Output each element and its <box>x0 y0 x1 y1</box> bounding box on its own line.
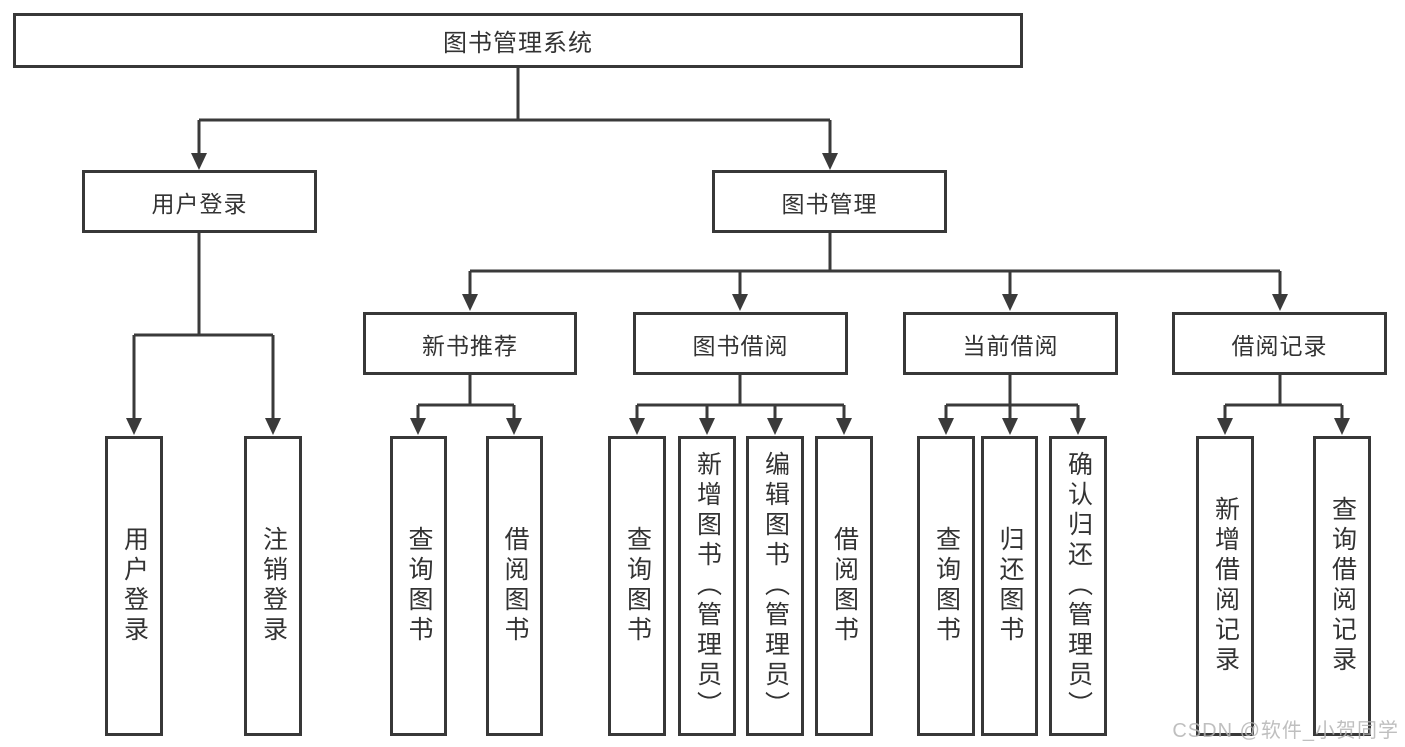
node-new-book-recommend-label: 新书推荐 <box>422 332 518 359</box>
node-book-management-label: 图书管理 <box>781 190 878 217</box>
node-borrow-record-label: 借阅记录 <box>1231 332 1328 359</box>
leaf-confirm-return-admin-label: 确认归还（管理员） <box>1064 451 1093 721</box>
node-new-book-recommend: 新书推荐 <box>363 312 577 375</box>
leaf-edit-book-admin-label: 编辑图书（管理员） <box>761 451 790 721</box>
node-root-label: 图书管理系统 <box>443 30 593 57</box>
node-book-borrow: 图书借阅 <box>633 312 848 375</box>
leaf-add-book-admin-label: 新增图书（管理员） <box>693 451 722 721</box>
leaf-borrow-query-book: 查询图书 <box>608 436 666 736</box>
leaf-borrow-book-label: 借阅图书 <box>830 526 859 646</box>
node-user-login-label: 用户登录 <box>151 190 248 217</box>
node-current-borrow-label: 当前借阅 <box>962 332 1059 359</box>
leaf-return-book: 归还图书 <box>981 436 1038 736</box>
leaf-current-query-book: 查询图书 <box>917 436 975 736</box>
leaf-user-login-label: 用户登录 <box>120 526 149 646</box>
leaf-add-book-admin: 新增图书（管理员） <box>678 436 736 736</box>
leaf-recommend-query-book: 查询图书 <box>390 436 447 736</box>
node-root: 图书管理系统 <box>13 13 1023 68</box>
leaf-user-login: 用户登录 <box>105 436 163 736</box>
node-current-borrow: 当前借阅 <box>903 312 1118 375</box>
leaf-recommend-query-book-label: 查询图书 <box>405 526 433 646</box>
leaf-logout-label: 注销登录 <box>259 526 288 646</box>
leaf-edit-book-admin: 编辑图书（管理员） <box>746 436 804 736</box>
leaf-add-borrow-record: 新增借阅记录 <box>1196 436 1254 736</box>
node-user-login: 用户登录 <box>82 170 317 233</box>
leaf-return-book-label: 归还图书 <box>996 526 1024 646</box>
leaf-recommend-borrow-book-label: 借阅图书 <box>501 526 529 646</box>
leaf-logout: 注销登录 <box>244 436 302 736</box>
leaf-recommend-borrow-book: 借阅图书 <box>486 436 543 736</box>
leaf-current-query-book-label: 查询图书 <box>932 526 961 646</box>
leaf-borrow-book: 借阅图书 <box>815 436 873 736</box>
node-borrow-record: 借阅记录 <box>1172 312 1387 375</box>
watermark: CSDN @软件_小贺同学 <box>1172 720 1399 742</box>
node-book-borrow-label: 图书借阅 <box>692 332 789 359</box>
leaf-query-borrow-record-label: 查询借阅记录 <box>1328 496 1357 676</box>
leaf-add-borrow-record-label: 新增借阅记录 <box>1211 496 1240 676</box>
leaf-borrow-query-book-label: 查询图书 <box>623 526 652 646</box>
leaf-confirm-return-admin: 确认归还（管理员） <box>1049 436 1107 736</box>
node-book-management: 图书管理 <box>712 170 947 233</box>
leaf-query-borrow-record: 查询借阅记录 <box>1313 436 1371 736</box>
